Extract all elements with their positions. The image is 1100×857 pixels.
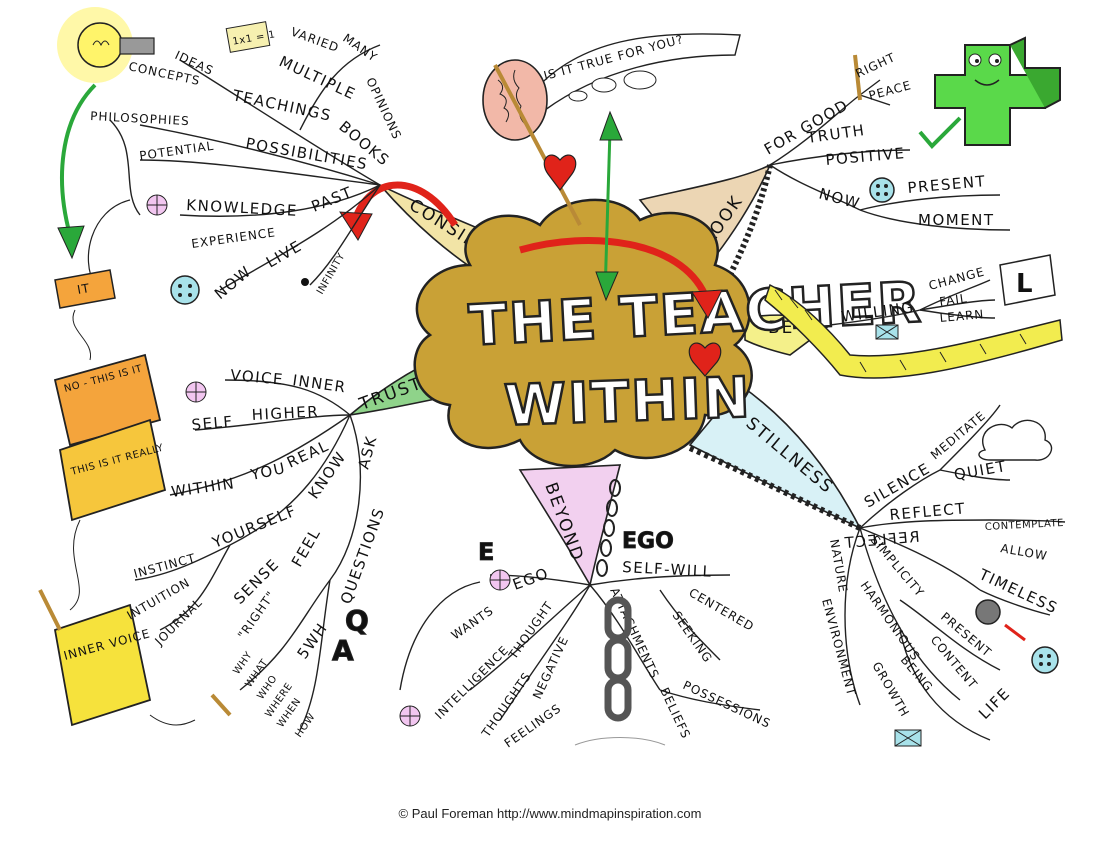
books-column: IT NO - THIS IS IT THIS IS IT REALLY INN… — [38, 199, 196, 727]
word-wants: WANTS — [449, 603, 497, 642]
center-title-line2: WITHIN — [503, 365, 752, 439]
checkmark-icon — [918, 116, 962, 149]
measuring-tape — [764, 283, 1063, 379]
cloud-icon — [978, 419, 1053, 461]
letter-q: Q — [345, 604, 369, 637]
word-ego: EGO — [510, 564, 551, 594]
mirror-icon — [875, 324, 899, 340]
word-present: PRESENT — [907, 172, 987, 197]
chain-icon — [604, 596, 632, 722]
stillness-subtree: SILENCE MEDITATE QUIET REFLECT CONTEMPLA… — [819, 404, 1066, 747]
green-arrow-bulb — [60, 83, 97, 236]
heart-icon — [688, 342, 722, 377]
word-inner: INNER — [291, 371, 347, 396]
clock-icon — [1031, 646, 1059, 674]
mirror-icon — [894, 729, 922, 747]
book-icon: THIS IS IT REALLY — [58, 418, 167, 522]
word-teachings: TEACHINGS — [230, 86, 333, 125]
word-higher: HIGHER — [251, 402, 319, 424]
word-voice: VOICE — [230, 366, 285, 389]
clock-icon — [869, 177, 895, 203]
word-potential: POTENTIAL — [138, 139, 215, 163]
word-ask: ASK — [354, 433, 380, 471]
word-within: WITHIN — [170, 474, 236, 501]
word-experience: EXPERIENCE — [190, 225, 276, 251]
book-icon: INNER VOICE — [53, 603, 152, 727]
be-label: BE — [768, 318, 794, 338]
consider-subtree: IDEAS CONCEPTS PHILOSOPHIES TEACHINGS MU… — [57, 7, 404, 305]
trust-subtree: VOICE INNER SELF HIGHER WITHIN YOU REAL … — [125, 366, 389, 740]
word-life: LIFE — [975, 684, 1014, 723]
book-icon: IT — [54, 269, 116, 309]
l-letter: L — [1016, 269, 1033, 299]
chain-links — [596, 479, 621, 577]
word-seeking: SEEKING — [670, 609, 716, 666]
book1-label: IT — [76, 281, 91, 297]
book-icon: NO - THIS IS IT — [53, 353, 162, 447]
word-opinions: OPINIONS — [363, 75, 404, 141]
word-environment: ENVIRONMENT — [819, 597, 858, 698]
letter-a: A — [332, 634, 354, 667]
beyond-ego-branch: BEYOND — [518, 464, 622, 588]
word-right: RIGHT — [853, 50, 897, 81]
compass-icon — [399, 705, 421, 727]
l-plate: L — [999, 254, 1056, 306]
compass-icon — [489, 569, 511, 591]
word-positive: POSITIVE — [825, 144, 906, 169]
word-now: NOW — [817, 184, 863, 212]
equation-note: 1x1 = 1 — [225, 21, 276, 53]
word-multiple: MULTIPLE — [276, 52, 359, 103]
cross-character-icon — [934, 36, 1061, 146]
trust-label: TRUST — [356, 373, 426, 415]
word-centered: CENTERED — [687, 585, 757, 634]
stone-icon — [975, 599, 1001, 625]
word-fail: FAIL — [938, 291, 968, 309]
green-arrow — [603, 129, 612, 296]
word-philosophies: PHILOSOPHIES — [90, 109, 190, 128]
word-instinct: INSTINCT — [132, 551, 197, 581]
word-you: YOU — [248, 459, 288, 484]
clock-icon — [170, 275, 200, 305]
word-feel: FEEL — [288, 525, 325, 570]
cloud-icon — [568, 70, 657, 102]
word-yourself: YOURSELF — [209, 501, 300, 552]
copyright-footer: © Paul Foreman http://www.mindmapinspira… — [398, 806, 702, 821]
word-moment: MOMENT — [918, 211, 995, 229]
central-node: THE TEACHER WITHIN — [413, 198, 925, 468]
word-self: SELF — [191, 412, 234, 434]
ego-label: EGO — [622, 529, 674, 554]
lightbulb-icon — [57, 7, 155, 83]
word-varied: VARIED — [289, 25, 341, 55]
word-learn: LEARN — [939, 307, 985, 325]
word-peace: PEACE — [867, 78, 913, 103]
word-contemplate: CONTEMPLATE — [985, 518, 1065, 533]
red-arrow-consider — [351, 181, 458, 227]
word-live: LIVE — [263, 237, 305, 272]
heart-icon — [543, 154, 577, 191]
word-now: NOW — [211, 262, 255, 303]
look-subtree: FOR GOOD RIGHT PEACE TRUTH POSITIVE NOW … — [761, 36, 1061, 231]
compass-icon — [146, 194, 168, 216]
word-self-will: SELF-WILL — [622, 558, 713, 581]
word-change: CHANGE — [927, 265, 986, 293]
red-arrow-center — [519, 237, 709, 297]
word-how: HOW — [293, 711, 317, 739]
ego-e-letter: E — [478, 538, 494, 566]
word-knowledge: KNOWLEDGE — [186, 196, 298, 220]
word-thought: THOUGHT — [505, 599, 556, 663]
word-allow: ALLOW — [999, 541, 1048, 563]
word-possessions: POSSESSIONS — [681, 678, 773, 731]
compass-icon — [185, 381, 207, 403]
